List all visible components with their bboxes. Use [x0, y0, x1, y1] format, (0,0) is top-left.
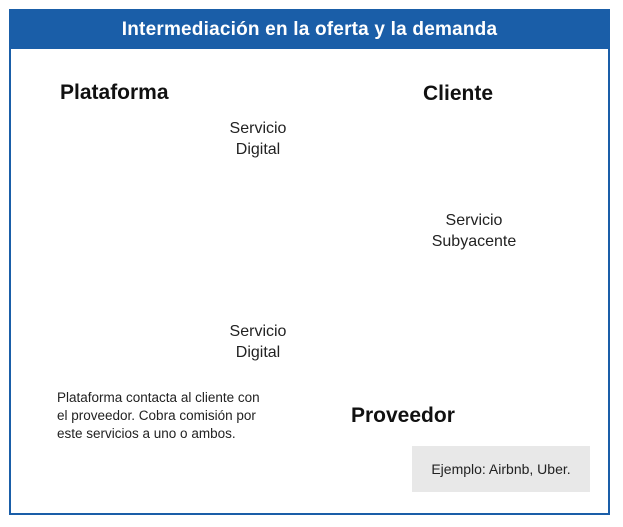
node-label-platform: Plataforma [60, 81, 169, 104]
note-line: este servicios a uno o ambos. [57, 426, 236, 441]
example-text: Ejemplo: Airbnb, Uber. [431, 461, 571, 477]
example-box: Ejemplo: Airbnb, Uber. [412, 446, 590, 492]
node-label-client: Cliente [423, 82, 494, 105]
edge-label-line: Servicio [229, 120, 287, 137]
edge-label-line: Servicio [229, 323, 287, 340]
platform-note: Plataforma contacta al cliente con el pr… [57, 389, 307, 443]
edge-label-platform-client: Servicio Digital [216, 118, 300, 160]
edge-label-line: Digital [235, 344, 281, 361]
edge-label-platform-provider: Servicio Digital [216, 321, 300, 363]
diagram-title: Intermediación en la oferta y la demanda [11, 11, 608, 49]
node-label-provider: Proveedor [351, 404, 455, 427]
edge-label-line: Digital [235, 141, 281, 158]
note-line: el proveedor. Cobra comisión por [57, 408, 256, 423]
diagram-frame: Intermediación en la oferta y la demanda [9, 9, 610, 515]
edge-label-line: Subyacente [431, 233, 517, 250]
note-line: Plataforma contacta al cliente con [57, 390, 260, 405]
edge-label-line: Servicio [445, 212, 503, 229]
edge-label-client-provider: Servicio Subyacente [419, 210, 529, 252]
